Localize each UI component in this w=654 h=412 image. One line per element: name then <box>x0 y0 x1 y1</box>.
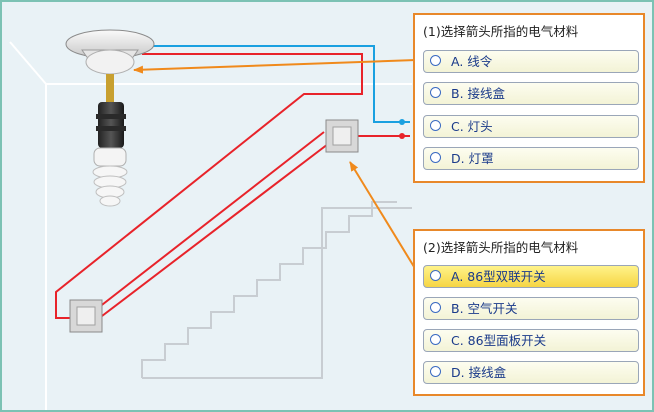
wires <box>55 45 410 319</box>
q2-option-b[interactable]: B. 空气开关 <box>423 297 639 320</box>
radio-icon[interactable] <box>430 270 441 281</box>
q2-option-b-label: B. 空气开关 <box>451 301 518 316</box>
radio-icon[interactable] <box>430 55 441 66</box>
q1-option-c[interactable]: C. 灯头 <box>423 115 639 138</box>
traveler-wire-2 <box>101 143 329 317</box>
lower-wall-switch <box>69 299 103 333</box>
neutral-terminal-dot <box>399 119 405 125</box>
ceiling-lamp-holder <box>65 29 155 102</box>
radio-icon[interactable] <box>430 120 441 131</box>
stair-rail <box>142 207 412 379</box>
q1-option-d[interactable]: D. 灯罩 <box>423 147 639 170</box>
q1-option-a-label: A. 线令 <box>451 54 493 69</box>
room-outline <box>9 41 412 410</box>
radio-icon[interactable] <box>430 152 441 163</box>
live-wire-top <box>55 53 363 319</box>
question-2-title: (2)选择箭头所指的电气材料 <box>423 240 579 255</box>
staircase <box>141 201 397 378</box>
question-1-panel: (1)选择箭头所指的电气材料 A. 线令 B. 接线盒 C. 灯头 D. 灯罩 <box>413 13 645 183</box>
q1-option-c-label: C. 灯头 <box>451 119 493 134</box>
live-terminal-dot <box>399 133 405 139</box>
pointer-arrow-2 <box>349 161 417 271</box>
pointer-arrow-1 <box>133 59 417 74</box>
q2-option-a[interactable]: A. 86型双联开关 <box>423 265 639 288</box>
q1-option-b-label: B. 接线盒 <box>451 86 506 101</box>
radio-icon[interactable] <box>430 366 441 377</box>
light-bulb <box>92 102 128 207</box>
q2-option-a-label: A. 86型双联开关 <box>451 269 546 284</box>
question-1-title: (1)选择箭头所指的电气材料 <box>423 24 579 39</box>
radio-icon[interactable] <box>430 334 441 345</box>
radio-icon[interactable] <box>430 87 441 98</box>
question-2-panel: (2)选择箭头所指的电气材料 A. 86型双联开关 B. 空气开关 C. 86型… <box>413 229 645 396</box>
q1-option-a[interactable]: A. 线令 <box>423 50 639 73</box>
q2-option-d[interactable]: D. 接线盒 <box>423 361 639 384</box>
traveler-wire-1 <box>97 131 325 309</box>
q2-option-c-label: C. 86型面板开关 <box>451 333 547 348</box>
q1-option-b[interactable]: B. 接线盒 <box>423 82 639 105</box>
upper-wall-switch <box>325 119 359 153</box>
q2-option-c[interactable]: C. 86型面板开关 <box>423 329 639 352</box>
q1-option-d-label: D. 灯罩 <box>451 151 494 166</box>
neutral-wire <box>152 45 410 123</box>
radio-icon[interactable] <box>430 302 441 313</box>
q2-option-d-label: D. 接线盒 <box>451 365 507 380</box>
